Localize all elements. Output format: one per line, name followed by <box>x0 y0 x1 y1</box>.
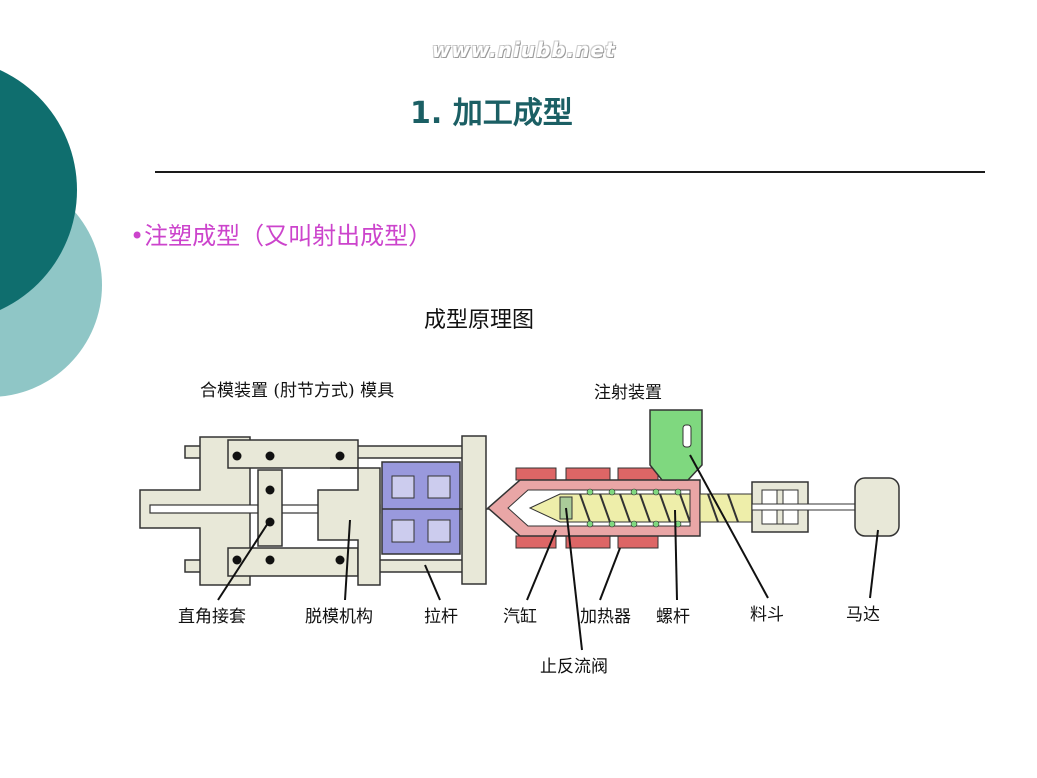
label-heater: 加热器 <box>580 607 631 627</box>
pin <box>232 555 242 565</box>
pin <box>335 555 345 565</box>
bullet-text: •注塑成型（又叫射出成型） <box>130 222 433 250</box>
screw-shaft <box>699 493 753 523</box>
label-tie-bar: 拉杆 <box>424 607 458 627</box>
slide-title: 1. 加工成型 <box>410 96 573 131</box>
title-divider <box>155 171 985 173</box>
piston-rod <box>751 503 859 511</box>
label-motor: 马达 <box>846 605 880 625</box>
screw-flights <box>579 493 691 523</box>
leader-lines <box>217 454 879 651</box>
fixed-platen <box>461 435 487 585</box>
pin <box>335 451 345 461</box>
dark-teal-circle <box>0 70 77 310</box>
heater-band <box>515 467 557 481</box>
hopper <box>649 409 703 481</box>
screw-shaft-flights <box>707 493 739 523</box>
mold-cavity <box>427 519 451 543</box>
label-injection-unit: 注射装置 <box>594 383 662 403</box>
motor <box>854 477 900 537</box>
label-screw: 螺杆 <box>656 607 690 627</box>
pin <box>232 451 242 461</box>
upper-toggle-link <box>227 439 359 469</box>
heater-band <box>565 535 611 549</box>
heater-band <box>617 535 659 549</box>
label-toggle-sleeve: 直角接套 <box>178 607 246 627</box>
label-ejector: 脱模机构 <box>305 607 373 627</box>
decorative-circles <box>0 70 102 397</box>
heater-band <box>565 467 611 481</box>
pin <box>265 451 275 461</box>
pin <box>265 485 275 495</box>
mold-cavity <box>391 475 415 499</box>
pin <box>265 555 275 565</box>
mold-cavity <box>427 475 451 499</box>
hopper-window <box>682 424 692 448</box>
watermark: www.niubb.net <box>432 38 616 62</box>
label-hopper: 料斗 <box>750 605 784 625</box>
label-check-valve: 止反流阀 <box>540 657 608 677</box>
label-clamp-unit: 合模装置 (肘节方式) 模具 <box>200 381 395 401</box>
heater-band <box>617 467 659 481</box>
resin-pellets <box>586 488 682 528</box>
label-cylinder: 汽缸 <box>503 607 537 627</box>
mold-cavity <box>391 519 415 543</box>
diagram-title: 成型原理图 <box>424 308 535 333</box>
